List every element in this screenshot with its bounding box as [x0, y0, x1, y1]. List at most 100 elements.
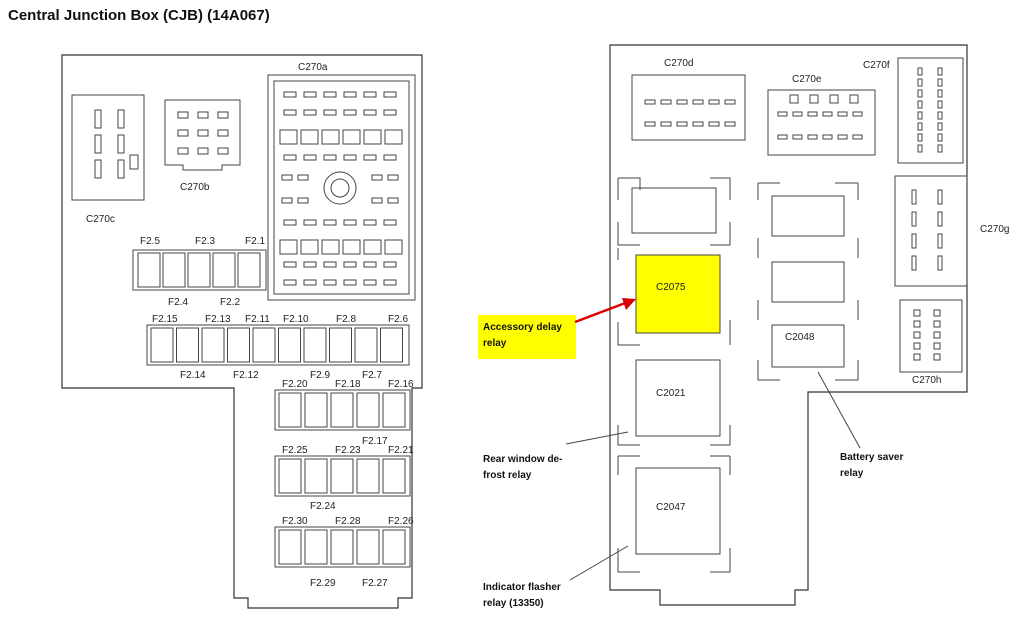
pin: [937, 133, 943, 142]
pin: [822, 134, 833, 140]
pin: [279, 239, 298, 255]
pin: [692, 99, 704, 105]
pin: [303, 219, 317, 226]
callout-battery-leader: [817, 371, 861, 449]
fuse-slot: [227, 327, 250, 363]
fuse-label-f2-9: F2.9: [310, 370, 330, 381]
pin: [343, 154, 357, 161]
pin: [283, 91, 297, 98]
fuse-label-f2-1: F2.1: [245, 236, 265, 247]
pin: [937, 211, 943, 227]
pin: [807, 111, 818, 117]
pin: [384, 239, 403, 255]
c270b-connector: C270b: [164, 99, 241, 193]
fuse-slot: [176, 327, 199, 363]
pin: [937, 78, 943, 87]
pin: [913, 342, 921, 350]
pin: [708, 121, 720, 127]
pin: [323, 279, 337, 286]
pin: [303, 109, 317, 116]
callout-indicator-flasher-relay: Indicator flasher relay (13350): [483, 545, 629, 609]
pin: [363, 154, 377, 161]
pin: [323, 109, 337, 116]
pin: [371, 174, 383, 181]
pin: [792, 111, 803, 117]
pin: [913, 331, 921, 339]
fuse-label-f2-3: F2.3: [195, 236, 215, 247]
fuse-label-f2-8: F2.8: [336, 314, 356, 325]
relay-c2021-body: [635, 359, 721, 437]
fuse-slot: [356, 458, 380, 494]
pin: [383, 219, 397, 226]
fuse-slot: [330, 529, 354, 565]
pin: [917, 78, 923, 87]
pin: [363, 261, 377, 268]
relay-socket-upper: [617, 177, 731, 246]
pin: [323, 91, 337, 98]
fuse-label-f2-25: F2.25: [282, 445, 308, 456]
fuse-label-f2-28: F2.28: [335, 516, 361, 527]
left-view: C270c C270b C270a F2.5 F2.3 F2.1 F2.4: [61, 54, 423, 609]
relay-c2048-label: C2048: [785, 332, 815, 343]
pin: [933, 331, 941, 339]
callout-accessory-arrow: [574, 300, 629, 324]
pin: [303, 91, 317, 98]
fuse-slot: [162, 252, 186, 288]
pin: [300, 239, 319, 255]
fuse-slot: [278, 392, 302, 428]
fuse-block-4: F2.25 F2.23 F2.21 F2.24: [274, 445, 414, 512]
pin: [300, 129, 319, 145]
fuse-slot: [330, 392, 354, 428]
pin: [343, 261, 357, 268]
pin: [917, 111, 923, 120]
pin: [913, 309, 921, 317]
pin: [917, 122, 923, 131]
fuse-label-f2-27: F2.27: [362, 578, 388, 589]
fuse-slot: [382, 529, 406, 565]
c270g-body: [894, 175, 968, 287]
pin: [937, 255, 943, 271]
pin: [937, 233, 943, 249]
pin: [852, 134, 863, 140]
pin: [937, 100, 943, 109]
relay-column-right: C2048: [757, 182, 859, 381]
c270e-body: [767, 89, 876, 156]
pin: [342, 129, 361, 145]
pin: [383, 109, 397, 116]
callout-indicator-line2: relay (13350): [483, 598, 544, 609]
pin: [283, 154, 297, 161]
fuse-slot: [150, 327, 174, 363]
pin: [917, 133, 923, 142]
pin: [676, 121, 688, 127]
pin: [283, 219, 297, 226]
pin: [387, 174, 399, 181]
pin: [387, 197, 399, 204]
pin: [343, 279, 357, 286]
pin: [384, 129, 403, 145]
pin: [303, 279, 317, 286]
fuse-label-f2-29: F2.29: [310, 578, 336, 589]
callout-battery-saver-relay: Battery saver relay: [817, 371, 903, 479]
pin: [363, 129, 382, 145]
c270b-label: C270b: [180, 182, 210, 193]
callout-indicator-line1: Indicator flasher: [483, 582, 561, 593]
fuse-slot: [237, 252, 261, 288]
pin: [383, 91, 397, 98]
fuse-label-f2-30: F2.30: [282, 516, 308, 527]
callout-rear-defrost-relay: Rear window de- frost relay: [483, 431, 629, 481]
pin: [303, 154, 317, 161]
pin: [937, 144, 943, 153]
fuse-slot: [329, 327, 352, 363]
fuse-label-f2-10: F2.10: [283, 314, 309, 325]
c270g-connector: C270g: [894, 175, 1009, 287]
fuse-slot: [304, 458, 328, 494]
c270c-label: C270c: [86, 214, 115, 225]
fuse-label-f2-14: F2.14: [180, 370, 206, 381]
callout-battery-line1: Battery saver: [840, 452, 903, 463]
fuse-label-f2-12: F2.12: [233, 370, 259, 381]
relay-c2075-highlight: [635, 254, 721, 334]
c270d-body: [631, 74, 746, 141]
pin: [283, 109, 297, 116]
pin: [343, 91, 357, 98]
callout-accessory-highlight: [478, 315, 576, 359]
